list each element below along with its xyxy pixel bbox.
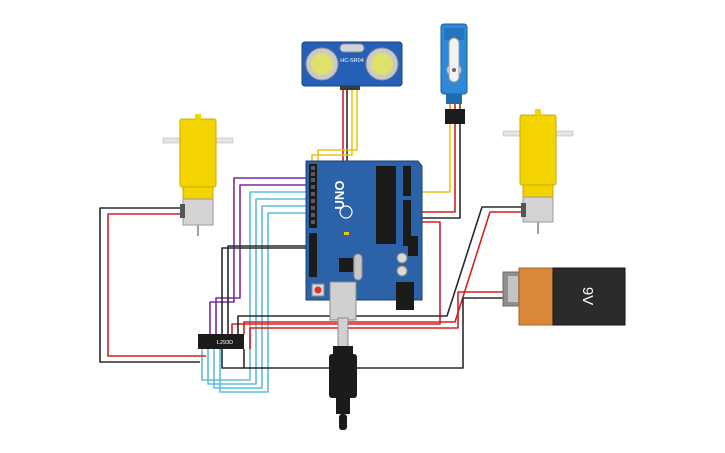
cyan-wire-2[interactable] xyxy=(207,198,308,385)
arduino-gnd-wire[interactable] xyxy=(221,247,312,369)
driver-label: L293D xyxy=(217,340,233,346)
battery-black-wire[interactable] xyxy=(243,297,508,369)
servo-signal-wire[interactable] xyxy=(410,124,451,193)
sensor-label: HC-SR04 xyxy=(340,58,364,64)
ultrasonic-sensor[interactable]: HC-SR04 xyxy=(301,41,403,90)
servo-gnd-wire[interactable] xyxy=(410,124,461,219)
cyan-wire-3[interactable] xyxy=(213,205,308,389)
purple-wire-1[interactable] xyxy=(209,177,308,335)
arduino-uno-logo: UNO xyxy=(332,181,347,210)
cyan-wire-4[interactable] xyxy=(219,212,308,393)
right-dc-motor[interactable] xyxy=(502,109,574,234)
battery-label: 9V xyxy=(579,287,596,305)
right-motor-black-wire[interactable] xyxy=(237,206,525,334)
motor-driver-chip[interactable]: L293D xyxy=(198,334,244,349)
battery-9v[interactable]: 9V xyxy=(502,267,626,326)
arduino-uno-board[interactable]: UNO xyxy=(305,160,423,321)
driver-black-wire[interactable] xyxy=(227,245,308,334)
left-motor-black-wire[interactable] xyxy=(99,207,200,363)
driver-red-wire[interactable] xyxy=(231,221,441,349)
cyan-wire-1[interactable] xyxy=(201,191,308,381)
battery-red-wire[interactable] xyxy=(249,291,508,349)
left-motor-red-wire[interactable] xyxy=(107,213,206,357)
left-dc-motor[interactable] xyxy=(162,114,234,236)
usb-cable xyxy=(329,317,357,430)
wires xyxy=(99,85,525,393)
purple-wire-2[interactable] xyxy=(215,184,308,335)
right-motor-red-wire[interactable] xyxy=(243,211,525,334)
servo-motor[interactable] xyxy=(440,23,468,124)
